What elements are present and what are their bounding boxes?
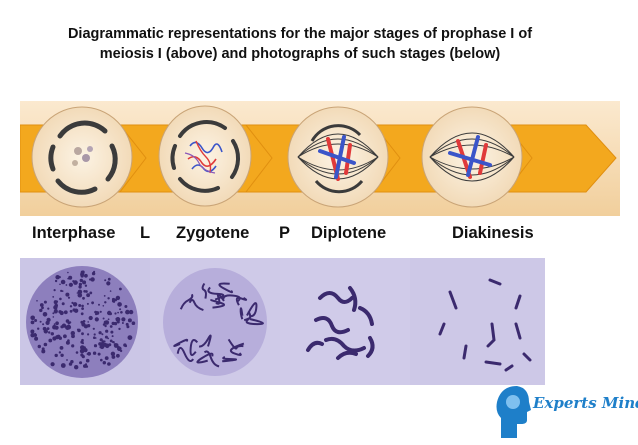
cell-diplotene [288, 107, 388, 207]
label-zygotene: Zygotene [176, 224, 249, 243]
micrograph-strip [20, 258, 545, 385]
photo-diplotene [280, 258, 410, 385]
stages-diagram [20, 101, 620, 216]
head-icon [493, 382, 533, 440]
title-line-2: meiosis I (above) and photographs of suc… [0, 44, 600, 64]
label-l: L [140, 224, 150, 243]
cell-diakinesis [422, 107, 522, 207]
experts-mind-logo: Experts Mind [493, 382, 633, 440]
photo-interphase [20, 258, 150, 385]
cell-zygotene [159, 106, 251, 206]
cell-interphase [32, 107, 132, 207]
label-diplotene: Diplotene [311, 224, 386, 243]
label-interphase: Interphase [32, 224, 115, 243]
photo-zygotene [150, 258, 280, 385]
photo-diakinesis [410, 258, 545, 385]
label-p: P [279, 224, 290, 243]
stage-labels: Interphase L Zygotene P Diplotene Diakin… [0, 224, 638, 246]
label-diakinesis: Diakinesis [452, 224, 534, 243]
page-title: Diagrammatic representations for the maj… [0, 24, 600, 64]
title-line-1: Diagrammatic representations for the maj… [0, 24, 600, 44]
logo-text: Experts Mind [533, 394, 638, 412]
